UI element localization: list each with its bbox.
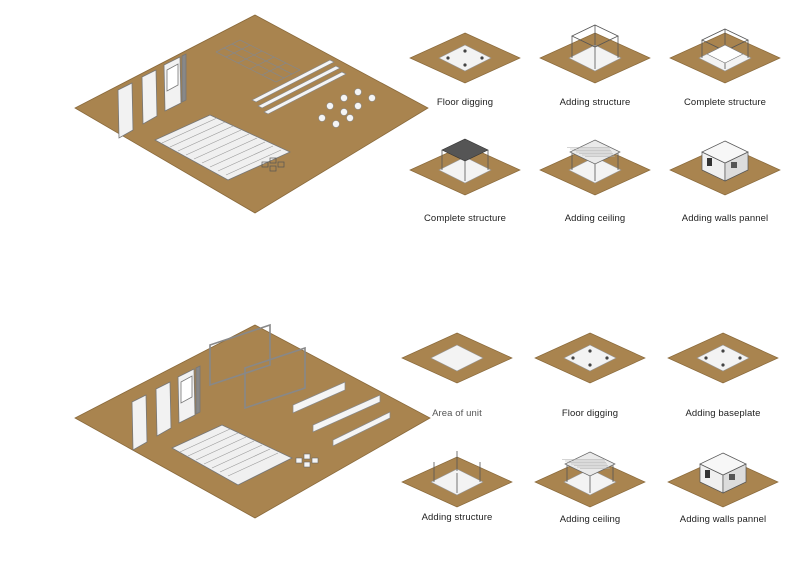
ground-plate	[74, 324, 431, 519]
step-diagram-bottom-4	[401, 451, 513, 508]
wall-slabs	[292, 381, 391, 447]
bolt-group	[295, 453, 319, 468]
caption-top-6: Adding walls pannel	[681, 213, 769, 224]
beam-rack	[215, 39, 301, 83]
step-diagram-top-4	[409, 138, 521, 196]
step-diagram-top-2	[539, 24, 651, 84]
window-frames	[209, 323, 306, 410]
floor-grid	[154, 114, 291, 181]
caption-top-3: Complete structure	[683, 97, 767, 108]
step-diagram-top-6	[669, 140, 781, 196]
floor-grid	[171, 424, 293, 486]
ground-plate	[74, 14, 429, 214]
caption-bottom-4: Adding structure	[421, 512, 493, 523]
connectors	[318, 88, 376, 128]
caption-bottom-2: Floor digging	[561, 408, 619, 419]
steps-layer	[401, 24, 781, 508]
step-diagram-bottom-6	[667, 452, 779, 508]
caption-top-1: Floor digging	[436, 97, 494, 108]
caption-top-2: Adding structure	[559, 97, 631, 108]
caption-bottom-3: Adding baseplate	[685, 408, 761, 419]
door-panels	[117, 53, 187, 139]
step-diagram-top-3	[669, 28, 781, 84]
caption-bottom-5: Adding ceiling	[559, 514, 621, 525]
components-board-bottom	[74, 323, 431, 519]
caption-top-4: Complete structure	[423, 213, 507, 224]
step-diagram-top-5	[539, 139, 651, 196]
door-panels	[131, 365, 201, 451]
bolt-group	[261, 157, 285, 172]
step-diagram-top-1	[409, 32, 521, 84]
step-diagram-bottom-5	[534, 451, 646, 508]
step-diagram-bottom-2	[534, 332, 646, 384]
caption-bottom-6: Adding walls pannel	[679, 514, 767, 525]
caption-bottom-1: Area of unit	[432, 408, 482, 419]
components-board-top	[74, 14, 429, 214]
step-diagram-bottom-3	[667, 332, 779, 384]
caption-top-5: Adding ceiling	[564, 213, 626, 224]
rods	[251, 59, 347, 115]
step-diagram-bottom-1	[401, 332, 513, 384]
